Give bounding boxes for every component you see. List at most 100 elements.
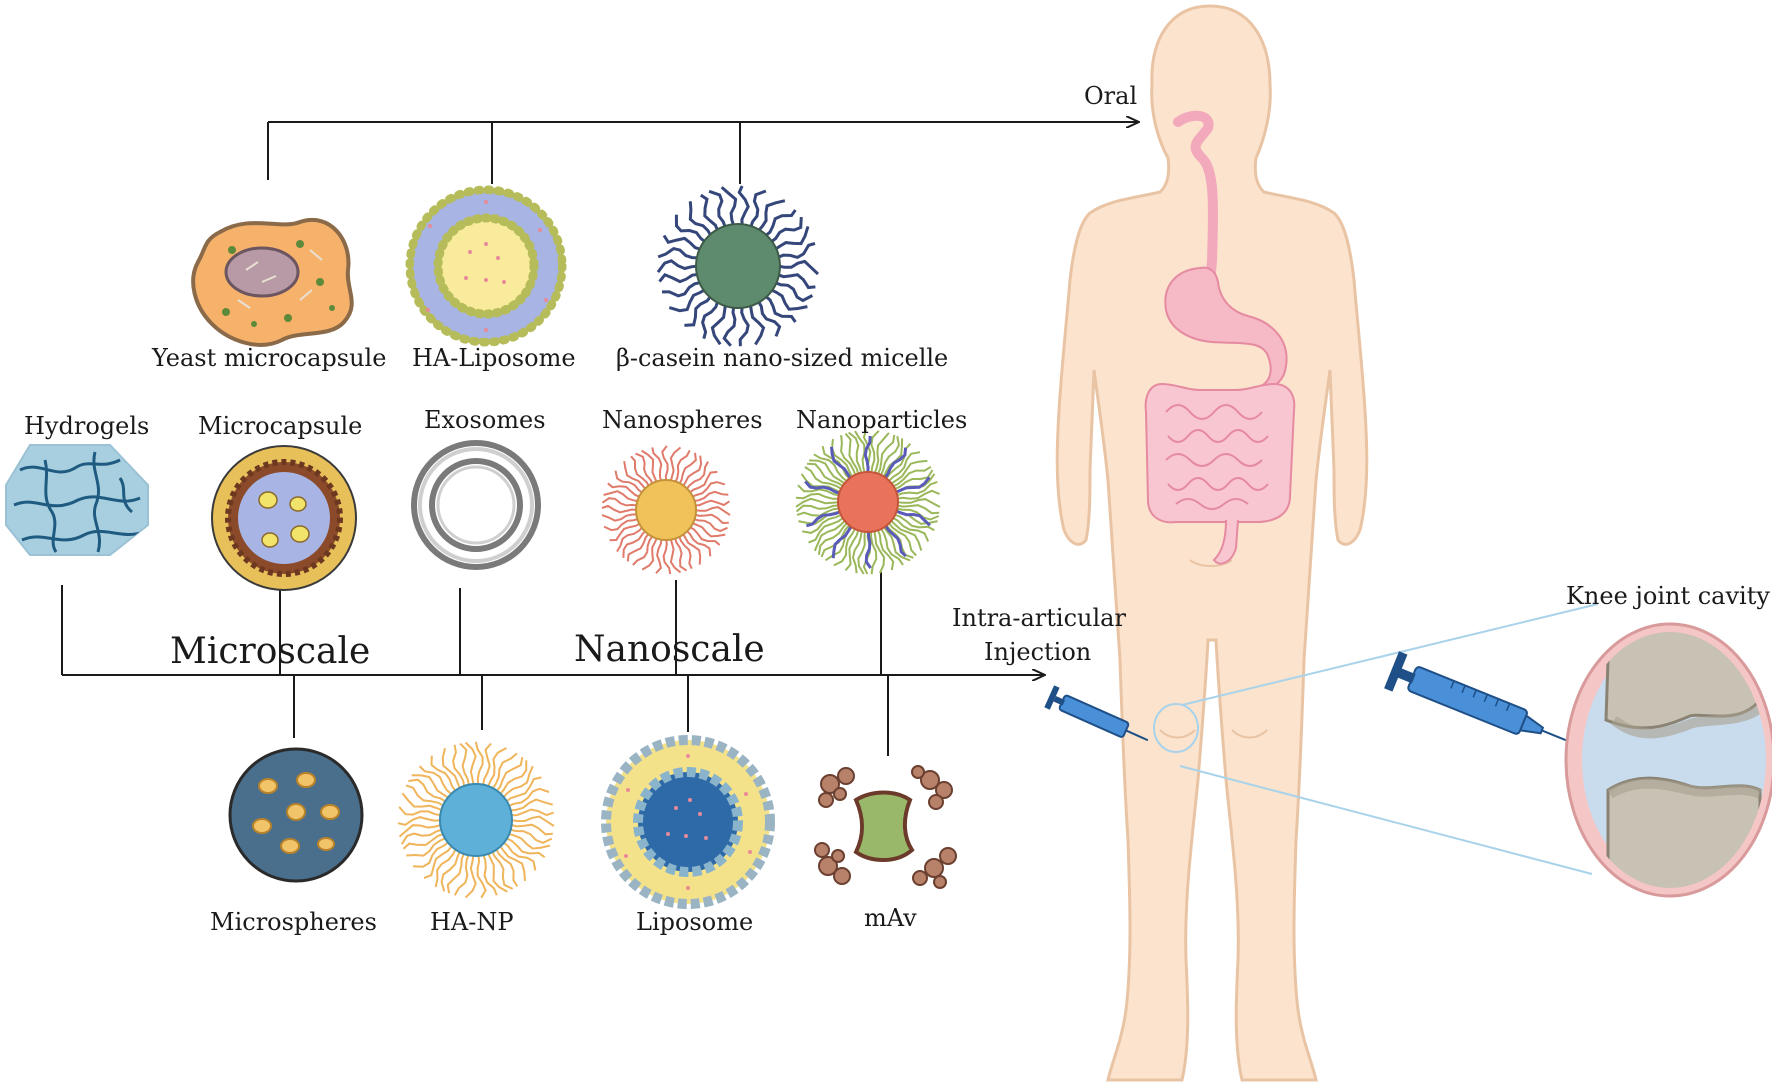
- strand: [882, 447, 908, 480]
- strand: [708, 189, 728, 229]
- strand: [603, 517, 640, 532]
- strand: [677, 452, 697, 486]
- strand: [840, 434, 857, 478]
- mav-illustration: [814, 765, 957, 889]
- strand: [434, 847, 458, 888]
- hydrogels-illustration: [5, 444, 149, 556]
- label-nanospheres: Nanospheres: [602, 406, 763, 434]
- strand: [408, 778, 448, 804]
- strand: [651, 447, 663, 483]
- strand: [693, 506, 731, 516]
- strand: [883, 523, 907, 558]
- strand: [685, 529, 712, 557]
- strand: [710, 303, 728, 346]
- microspheres-illustration: [228, 747, 364, 883]
- strand: [891, 516, 930, 542]
- strand: [773, 280, 814, 303]
- strand: [630, 455, 651, 488]
- strand: [681, 455, 703, 488]
- strand: [887, 451, 921, 483]
- strand: [769, 217, 803, 244]
- strand: [684, 294, 713, 327]
- strand: [509, 815, 555, 827]
- strand: [673, 449, 691, 484]
- strand: [769, 288, 808, 311]
- strand: [831, 524, 854, 559]
- label-beta-casein-micelle: β-casein nano-sized micelle: [616, 344, 949, 372]
- route-label-injection: Injection: [984, 638, 1092, 666]
- label-hydrogels: Hydrogels: [24, 412, 150, 440]
- strand: [688, 201, 713, 238]
- strand: [440, 849, 462, 892]
- strand: [486, 747, 507, 789]
- strand: [626, 532, 651, 562]
- strand: [641, 536, 659, 571]
- strand: [873, 529, 886, 574]
- strand: [657, 246, 699, 260]
- strand: [423, 844, 454, 880]
- strand: [673, 536, 688, 572]
- nanospheres-illustration: [601, 445, 731, 575]
- strand: [699, 193, 720, 232]
- strand: [879, 526, 904, 566]
- nanoparticles-illustration: [795, 429, 941, 575]
- strand: [430, 755, 458, 793]
- route-label-intra-articular: Intra-articular: [952, 604, 1126, 632]
- strand: [804, 466, 844, 491]
- strand: [738, 305, 750, 347]
- strand: [802, 513, 844, 534]
- strand: [655, 537, 663, 574]
- strand: [821, 445, 852, 481]
- strand: [411, 774, 451, 800]
- strand: [504, 776, 542, 804]
- strand: [412, 840, 451, 868]
- strand: [851, 529, 863, 574]
- strand: [844, 528, 860, 572]
- strand: [895, 504, 940, 515]
- strand: [481, 742, 492, 787]
- strand: [658, 272, 700, 284]
- strand: [857, 529, 866, 575]
- strand: [895, 507, 940, 521]
- strand: [476, 853, 487, 899]
- strand: [498, 760, 528, 796]
- scale-label-nanoscale: Nanoscale: [574, 629, 765, 670]
- strand: [504, 836, 546, 859]
- strand: [677, 534, 693, 570]
- body-silhouette: [1055, 4, 1369, 1082]
- strand: [509, 808, 555, 817]
- strand: [607, 482, 642, 499]
- strand: [616, 525, 644, 553]
- label-mav: mAv: [864, 904, 917, 932]
- strand: [776, 272, 816, 290]
- strand: [848, 431, 863, 475]
- strand: [623, 461, 647, 491]
- strand: [892, 513, 935, 532]
- strand: [661, 445, 669, 483]
- strand: [893, 476, 931, 495]
- strand: [452, 744, 466, 789]
- strand: [844, 432, 860, 476]
- strand: [692, 490, 729, 503]
- strand: [777, 259, 820, 276]
- strand: [406, 836, 448, 857]
- label-yeast-microcapsule: Yeast microcapsule: [152, 344, 387, 372]
- strand: [795, 492, 841, 500]
- strand: [693, 513, 729, 525]
- strand: [756, 299, 782, 337]
- beta-casein-micelle-illustration: [656, 185, 820, 347]
- strand: [398, 823, 443, 838]
- microcapsule-illustration: [211, 445, 357, 591]
- strand: [481, 852, 498, 896]
- strand: [614, 470, 644, 495]
- strand: [895, 498, 941, 508]
- strand: [474, 741, 484, 787]
- strand: [688, 525, 721, 546]
- strand: [397, 816, 443, 826]
- strand: [662, 280, 702, 298]
- strand: [494, 847, 519, 887]
- strand: [669, 446, 682, 483]
- label-ha-liposome: HA-Liposome: [412, 344, 576, 372]
- syringe-small-icon: [1044, 685, 1149, 742]
- oral-route-connector: [267, 122, 1138, 184]
